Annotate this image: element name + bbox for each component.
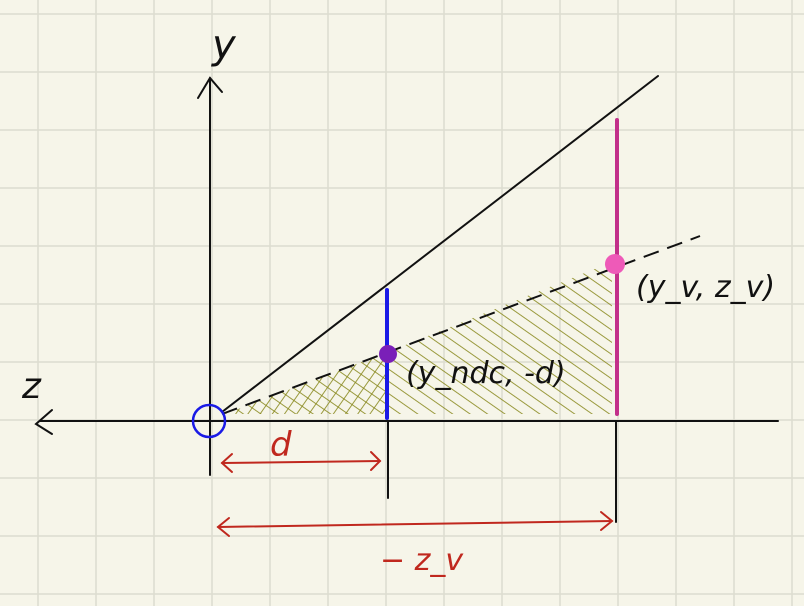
far-distance-arrowhead-right — [600, 511, 614, 531]
near-point-label: (y_ndc, -d) — [406, 356, 566, 391]
origin-circle — [191, 403, 227, 439]
far-distance-arrowhead-left — [216, 517, 230, 537]
far-point-dot — [605, 254, 625, 274]
y-axis-arrowhead — [197, 76, 223, 99]
near-distance-arrowhead-right — [370, 451, 382, 471]
far-distance-arrow — [217, 520, 613, 528]
y-axis-label: y — [211, 22, 237, 68]
z-axis-arrowhead — [34, 409, 53, 435]
near-distance-label: d — [270, 425, 292, 465]
far-point-label: (y_v, z_v) — [636, 270, 775, 305]
near-point-dot — [379, 345, 397, 363]
far-distance-label: − z_v — [380, 543, 464, 578]
far-region-hatch — [388, 262, 612, 414]
near-distance-arrow — [221, 460, 381, 464]
near-distance-arrowhead-left — [220, 453, 233, 473]
frustum-upper-line — [221, 75, 659, 413]
z-axis-label: z — [21, 366, 42, 407]
near-region-crosshatch — [225, 352, 388, 414]
